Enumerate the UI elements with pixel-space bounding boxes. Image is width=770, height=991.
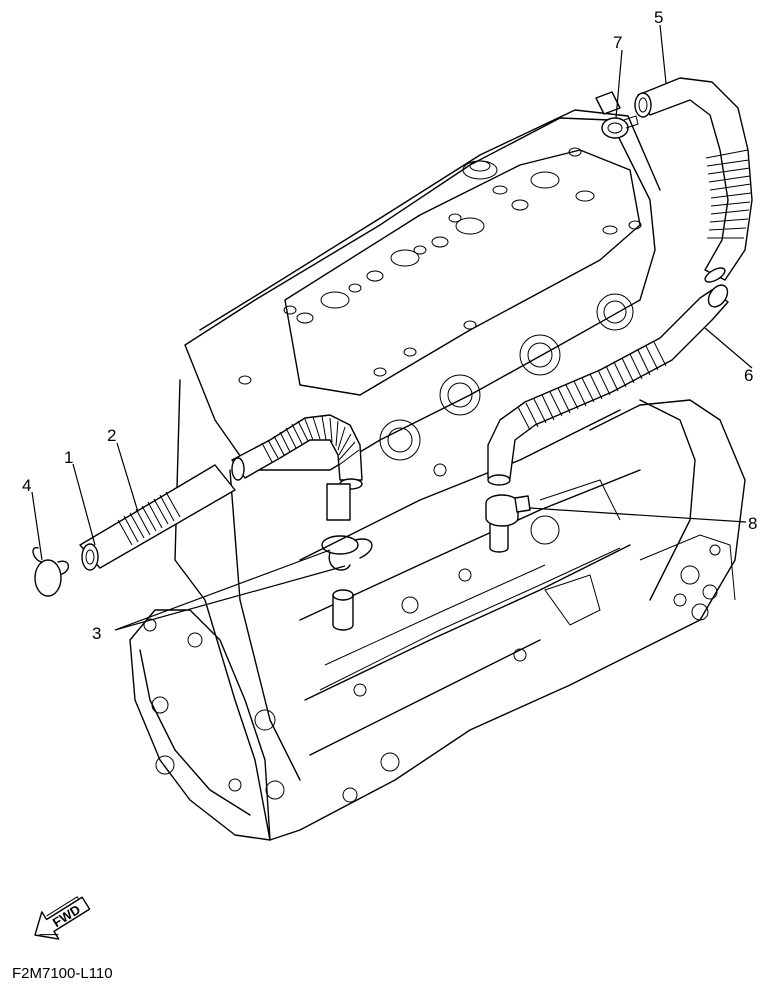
- clamp-part-8: [485, 494, 531, 527]
- hose-part-2-corrugation: [117, 491, 181, 546]
- clip-part-3: [321, 535, 373, 571]
- clip-part-4: [32, 546, 69, 597]
- callout-7: 7: [613, 33, 622, 52]
- callout-6: 6: [744, 366, 753, 385]
- engine-block: [129, 109, 746, 841]
- callout-1: 1: [64, 448, 73, 467]
- callout-2: 2: [107, 426, 116, 445]
- callout-8: 8: [748, 514, 757, 533]
- clamp-part-7: [595, 91, 639, 139]
- leader-lines: [31, 24, 753, 631]
- hose-part-6: [487, 284, 729, 486]
- diagram-code: F2M7100-L110: [12, 965, 113, 982]
- callout-5: 5: [654, 8, 663, 27]
- hose-upper-corrugated: [231, 414, 363, 521]
- fwd-arrow-icon: FWD: [34, 896, 91, 940]
- callout-3: 3: [92, 624, 101, 643]
- callout-4: 4: [22, 476, 31, 495]
- hose-part-1: [79, 464, 236, 571]
- hose-part-5: [634, 77, 753, 283]
- callout-labels: 1 2 3 4 5 6 7 8: [22, 8, 757, 643]
